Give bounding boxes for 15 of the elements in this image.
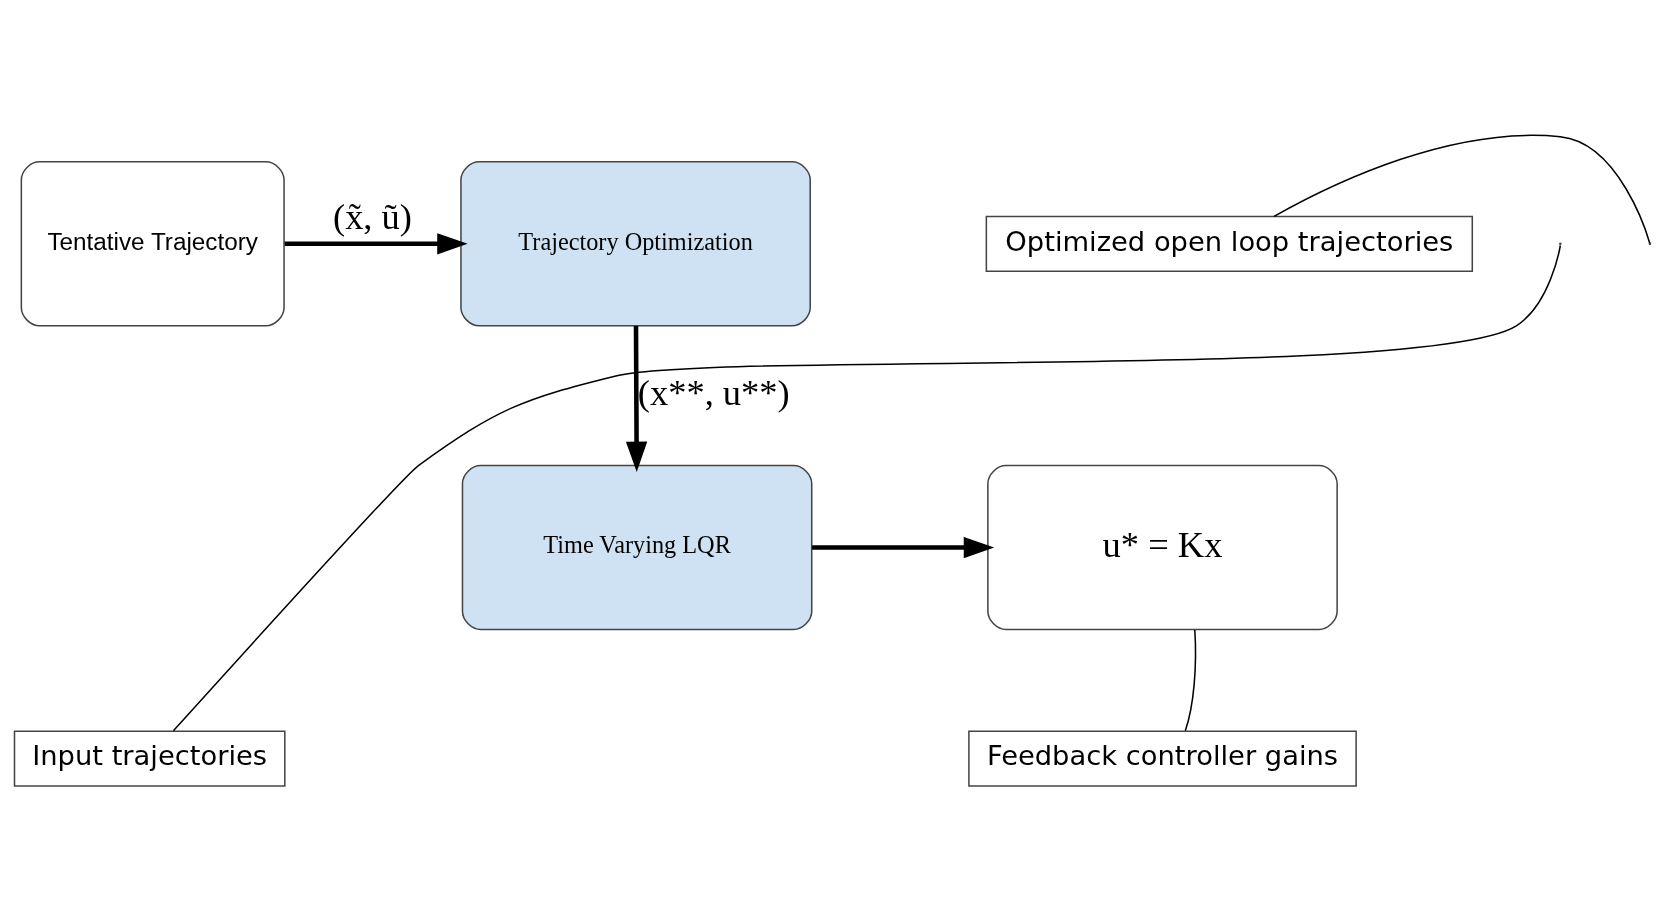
node-box: Feedback controller gains xyxy=(968,730,1357,787)
connector xyxy=(172,244,1562,732)
edge-label: (x̃, ũ) xyxy=(333,196,412,237)
arrow xyxy=(284,232,468,254)
edge-label: (x**, u**) xyxy=(637,372,790,413)
node-box: u* = Kx xyxy=(987,464,1338,630)
node-box: Time Varying LQR xyxy=(461,464,813,630)
connector xyxy=(1273,134,1651,244)
connector xyxy=(1184,628,1197,732)
node-box: Optimized open loop trajectories xyxy=(985,215,1474,272)
node-box: Trajectory Optimization xyxy=(460,160,811,327)
node-box: Tentative Trajectory xyxy=(20,160,285,327)
arrow xyxy=(625,325,648,472)
arrow xyxy=(812,536,995,558)
node-box: Input trajectories xyxy=(13,730,286,787)
